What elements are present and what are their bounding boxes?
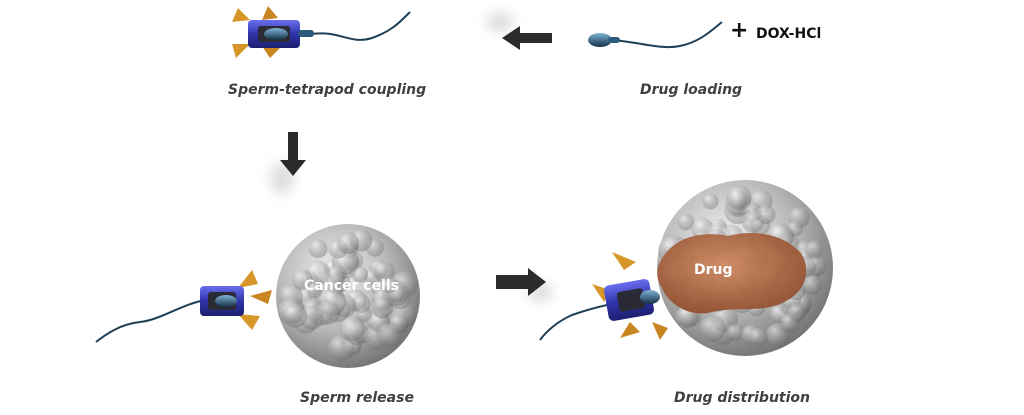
- cell-bump: [381, 277, 398, 294]
- cancer-cells-label: Cancer cells: [304, 278, 399, 294]
- sperm-tetrapod-release: [95, 270, 272, 343]
- cell-bump: [339, 315, 365, 342]
- cell-bump: [726, 185, 752, 211]
- step-label-coupling: Sperm-tetrapod coupling: [228, 82, 427, 98]
- free-sperm: [588, 21, 723, 49]
- cell-bump: [802, 275, 823, 295]
- arrow-right: [496, 268, 546, 296]
- cell-bump: [726, 324, 744, 341]
- cell-bump: [377, 323, 402, 347]
- step-label-distribution: Drug distribution: [674, 390, 811, 406]
- cell-bump: [805, 240, 824, 259]
- cell-bump: [316, 300, 341, 325]
- cancer-cell-spheroid-drug: [657, 180, 833, 356]
- plus-sign: +: [730, 18, 749, 43]
- shadow-smudge: [270, 162, 294, 194]
- cell-bump: [351, 266, 369, 283]
- cell-bump: [292, 269, 313, 290]
- shadow-smudge: [486, 12, 514, 32]
- cell-bump: [699, 315, 727, 342]
- cell-bump: [371, 296, 394, 319]
- cell-bump: [787, 220, 803, 237]
- cell-bump: [788, 303, 806, 322]
- cell-bump: [282, 303, 308, 328]
- sperm-tetrapod-distribution: [539, 252, 668, 341]
- drug-region: [657, 233, 807, 314]
- drug-label: Drug: [694, 262, 733, 278]
- arrow-left: [502, 26, 552, 50]
- cell-bump: [306, 282, 323, 299]
- step-label-release: Sperm release: [300, 390, 414, 406]
- cell-bump: [756, 204, 776, 225]
- cell-bump: [373, 261, 395, 283]
- cell-bump: [308, 239, 328, 259]
- cell-bump: [749, 328, 768, 347]
- coupled-sperm-tetrapod-top: [232, 6, 411, 58]
- cell-bump: [327, 264, 347, 284]
- arrow-down: [280, 132, 306, 176]
- dox-hcl-label: DOX-HCl: [756, 26, 822, 42]
- cell-bump: [337, 231, 360, 254]
- cancer-cell-spheroid: [276, 224, 420, 368]
- cell-bump: [702, 193, 719, 210]
- cell-bump: [352, 294, 371, 313]
- step-label-loading: Drug loading: [640, 82, 743, 98]
- cell-bump: [677, 213, 695, 231]
